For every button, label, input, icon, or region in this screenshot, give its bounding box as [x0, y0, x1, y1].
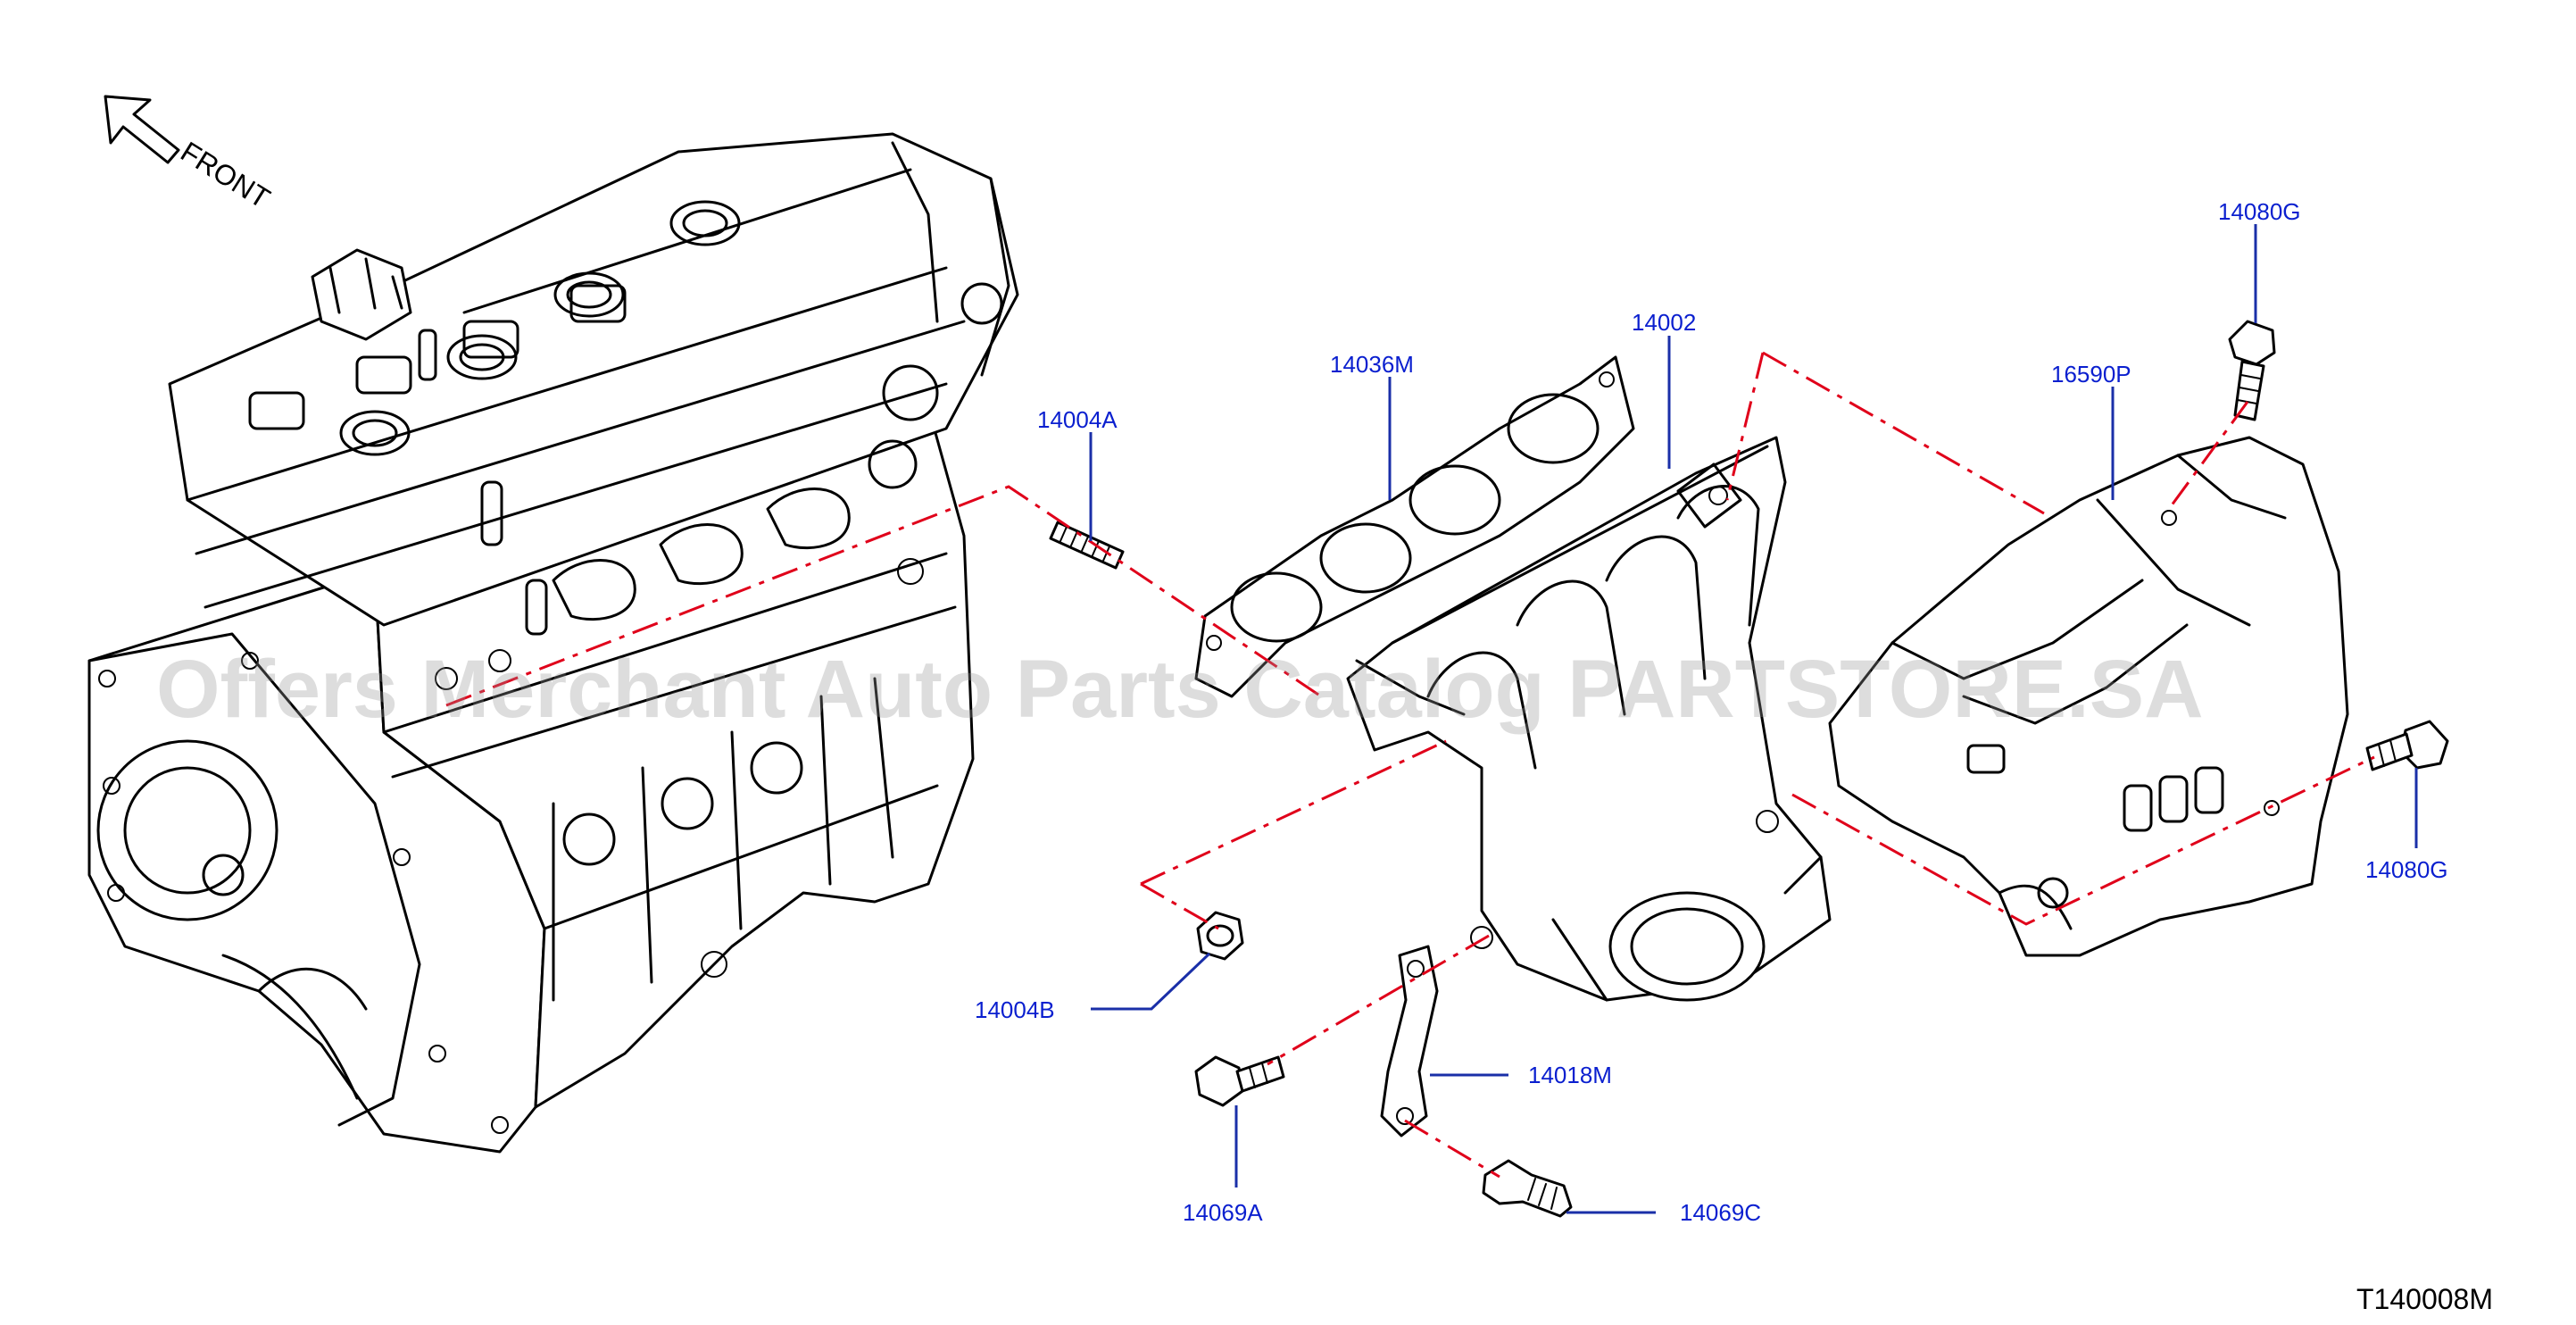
- stud-14069C-icon: [1482, 1159, 1573, 1218]
- alignment-line-i: [1404, 1119, 1500, 1179]
- alignment-line-g: [1791, 755, 2375, 926]
- callout-14069C[interactable]: 14069C: [1680, 1199, 1761, 1226]
- gasket-14036M-icon: [1194, 355, 1635, 698]
- alignment-lines: [445, 351, 2375, 1179]
- alignment-line-f: [2167, 401, 2249, 510]
- stud-14004A-icon: [1049, 521, 1125, 570]
- alignment-line-e: [1762, 351, 2045, 515]
- callout-14002[interactable]: 14002: [1632, 309, 1696, 336]
- exhaust-manifold-14002-icon: [1346, 436, 1832, 1002]
- alignment-line-a: [445, 485, 1322, 707]
- bolt-14080G-top-icon: [2228, 320, 2276, 421]
- engine-assembly-drawing: [87, 132, 1019, 1154]
- bolt-14069A-icon: [1194, 1055, 1285, 1107]
- callout-14018M[interactable]: 14018M: [1528, 1062, 1612, 1088]
- callout-14080G-top[interactable]: 14080G: [2218, 198, 2301, 225]
- callout-14036M[interactable]: 14036M: [1330, 351, 1414, 378]
- alignment-line-c: [1140, 882, 1219, 930]
- front-arrow-icon: [104, 95, 180, 164]
- alignment-line-d: [1725, 352, 1765, 501]
- callout-14004A[interactable]: 14004A: [1037, 406, 1118, 433]
- callout-14004B[interactable]: 14004B: [975, 996, 1055, 1023]
- diagram-code: T140008M: [2356, 1283, 2493, 1315]
- front-label: FRONT: [175, 135, 276, 214]
- alignment-line-h: [1267, 934, 1490, 1066]
- callout-14069A[interactable]: 14069A: [1183, 1199, 1263, 1226]
- callout-14080G-right[interactable]: 14080G: [2365, 856, 2448, 883]
- leader-lines: [1089, 224, 2418, 1214]
- bracket-14018M-icon: [1380, 945, 1439, 1138]
- watermark-text: Offers Merchant Auto Parts Catalog PARTS…: [156, 644, 2204, 735]
- callout-16590P[interactable]: 16590P: [2051, 361, 2131, 388]
- alignment-line-b: [1140, 739, 1447, 886]
- nut-14004B-icon: [1196, 911, 1244, 961]
- bolt-14080G-right-icon: [2365, 720, 2449, 771]
- heat-shield-16590P-icon: [1828, 436, 2349, 957]
- callouts: 14004A 14036M 14002 16590P 14080G 14080G…: [975, 198, 2448, 1226]
